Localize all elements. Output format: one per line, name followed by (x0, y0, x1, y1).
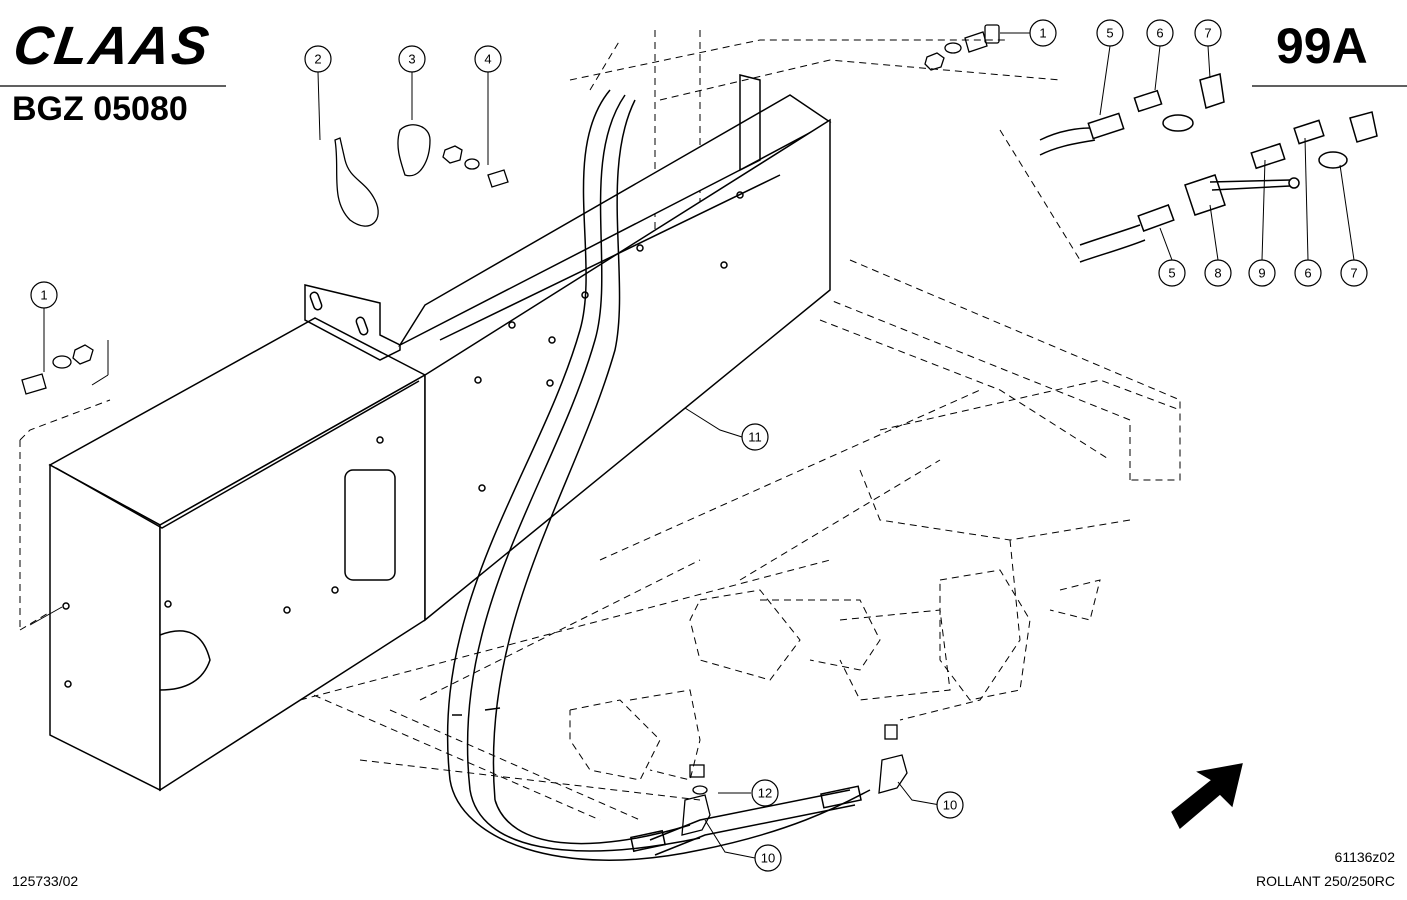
callout-label: 1 (1039, 26, 1046, 41)
document-number: 125733/02 (12, 873, 79, 889)
callout-9 (1248, 259, 1276, 287)
page-number: 99A (1276, 18, 1368, 74)
callout-label: 11 (748, 430, 762, 445)
callout-numbers: 1 2 3 4 5 6 7 1 5 8 9 6 7 11 12 10 10 (40, 26, 1357, 866)
callout-5-bottom (1158, 259, 1186, 287)
callout-label: 5 (1168, 266, 1175, 281)
callout-label: 10 (943, 798, 957, 813)
callout-label: 7 (1350, 266, 1357, 281)
callout-2 (304, 45, 332, 73)
elbow-fittings (681, 724, 908, 836)
callout-label: 5 (1106, 26, 1113, 41)
callout-label: 4 (484, 52, 491, 67)
callout-label: 12 (758, 786, 772, 801)
coupling-hose-assembly (1039, 73, 1378, 263)
callout-3 (398, 45, 426, 73)
callout-12 (751, 779, 779, 807)
callout-10-right (936, 791, 964, 819)
callout-label: 7 (1204, 26, 1211, 41)
group-code: BGZ 05080 (12, 90, 188, 128)
callout-6-top (1146, 19, 1174, 47)
callout-1-left (30, 281, 58, 309)
callout-label: 1 (40, 288, 47, 303)
callout-label: 2 (314, 52, 321, 67)
callout-label: 3 (408, 52, 415, 67)
callout-11 (741, 423, 769, 451)
callout-6-bottom (1294, 259, 1322, 287)
callout-label: 10 (761, 851, 775, 866)
callout-4 (474, 45, 502, 73)
callout-leaders (29, 32, 1355, 859)
callout-label: 6 (1304, 266, 1311, 281)
callout-1-top (1029, 19, 1057, 47)
figure-number: 61136z02 (1334, 849, 1395, 865)
callout-7-bottom (1340, 259, 1368, 287)
model-name: ROLLANT 250/250RC (1255, 873, 1395, 889)
callout-5-top (1096, 19, 1124, 47)
callout-label: 6 (1156, 26, 1163, 41)
hydraulic-hoses (446, 89, 871, 861)
mounting-box (48, 317, 427, 792)
direction-arrow (1171, 763, 1243, 830)
box-bracket-plate (304, 284, 401, 361)
small-hardware (21, 24, 1000, 395)
callout-bubbles (30, 19, 1368, 872)
callout-label: 9 (1258, 266, 1265, 281)
callout-8 (1204, 259, 1232, 287)
support-beam (397, 74, 832, 622)
callout-7-top (1194, 19, 1222, 47)
callout-10-left (754, 844, 782, 872)
callout-label: 8 (1214, 266, 1221, 281)
